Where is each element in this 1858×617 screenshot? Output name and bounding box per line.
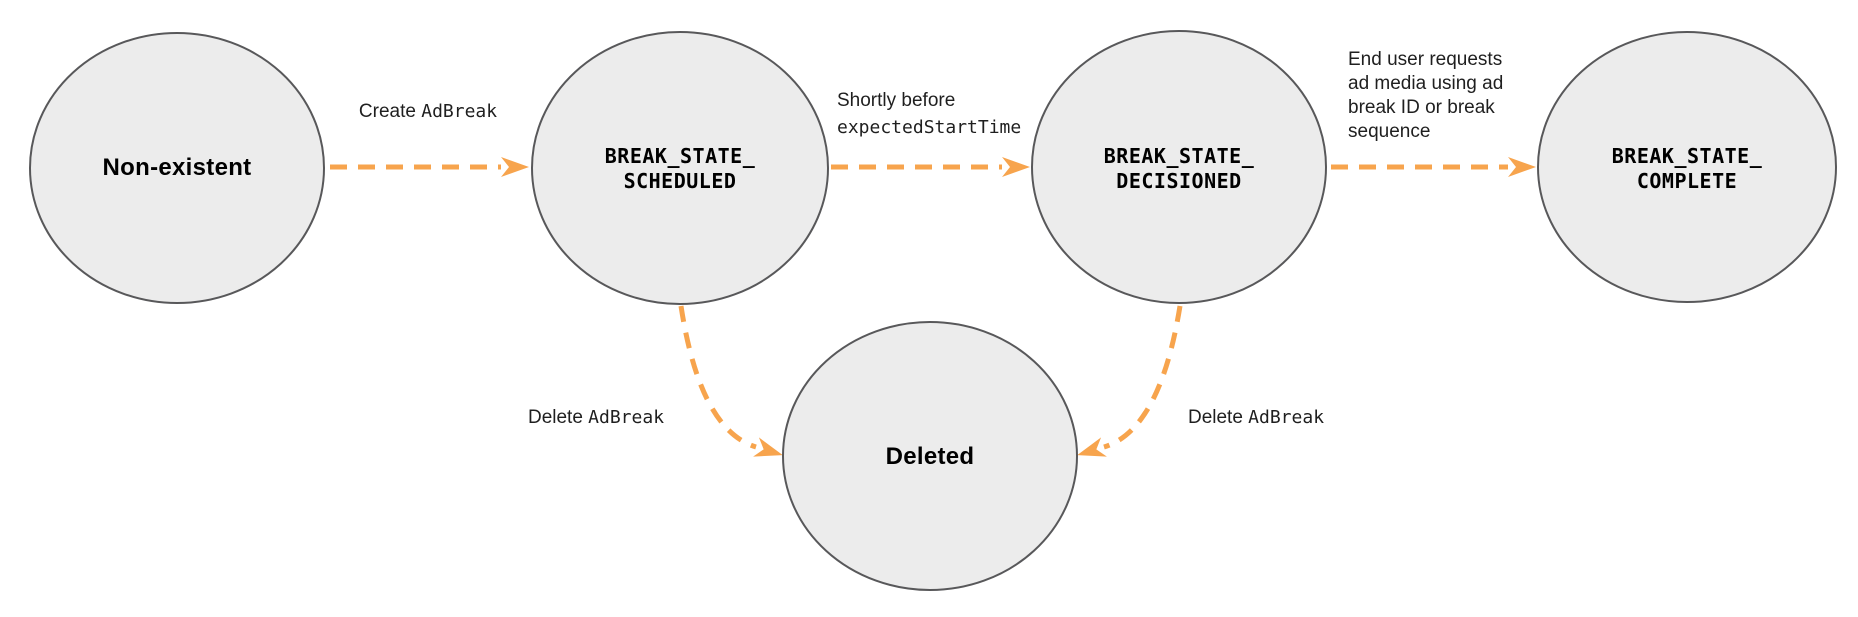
edge-label-delete-adbreak-right: Delete AdBreak [1188, 406, 1324, 430]
state-node-label-break-state-decisioned: BREAK_STATE_ DECISIONED [1104, 144, 1255, 194]
state-node-break-state-decisioned [1031, 30, 1327, 304]
state-node-non-existent [29, 32, 325, 304]
edge-label-text: sequence [1348, 121, 1431, 142]
state-node-label-non-existent: Non-existent [103, 154, 252, 182]
transition-arrow-delete-adbreak-from-scheduled [678, 305, 783, 457]
state-node-label-line: BREAK_STATE_ [1611, 144, 1763, 168]
edge-label-delete-adbreak-left: Delete AdBreak [528, 406, 664, 430]
transition-arrow-delete-adbreak-from-decisioned [1077, 305, 1183, 457]
edge-label-create-adbreak: Create AdBreak [359, 100, 497, 124]
state-node-label-line: SCHEDULED [623, 169, 737, 193]
edge-label-text: End user requests [1348, 49, 1503, 70]
state-node-break-state-complete [1537, 31, 1837, 303]
edge-label-code-text: AdBreak [421, 101, 498, 122]
state-node-label-line: BREAK_STATE_ [604, 144, 756, 168]
edge-label-text: Delete [527, 407, 589, 428]
edge-label-code-text: expectedStartTime [837, 117, 1022, 138]
edge-label-end-user-requests: End user requests ad media using ad brea… [1348, 48, 1503, 144]
state-node-break-state-scheduled [531, 31, 829, 305]
edge-label-shortly-before-expectedstarttime: Shortly before expectedStartTime [837, 87, 1021, 141]
state-node-label-break-state-scheduled: BREAK_STATE_ SCHEDULED [605, 144, 756, 194]
edge-label-text: ad media using ad [1348, 73, 1504, 94]
state-node-label-line: BREAK_STATE_ [1103, 144, 1255, 168]
edge-label-text: Shortly before [837, 90, 956, 111]
edge-label-code-text: AdBreak [588, 407, 665, 428]
edge-label-code-text: AdBreak [1248, 407, 1325, 428]
state-node-label-line: Deleted [885, 443, 975, 470]
state-node-label-line: COMPLETE [1636, 169, 1738, 193]
edge-label-text: break ID or break [1348, 97, 1495, 118]
state-node-label-line: DECISIONED [1116, 169, 1242, 193]
state-node-label-deleted: Deleted [886, 443, 975, 471]
edge-label-text: Delete [1187, 407, 1249, 428]
state-node-deleted [782, 321, 1078, 591]
state-node-label-break-state-complete: BREAK_STATE_ COMPLETE [1612, 144, 1763, 194]
edge-label-text: Create [358, 101, 422, 122]
state-node-label-line: Non-existent [102, 154, 252, 181]
